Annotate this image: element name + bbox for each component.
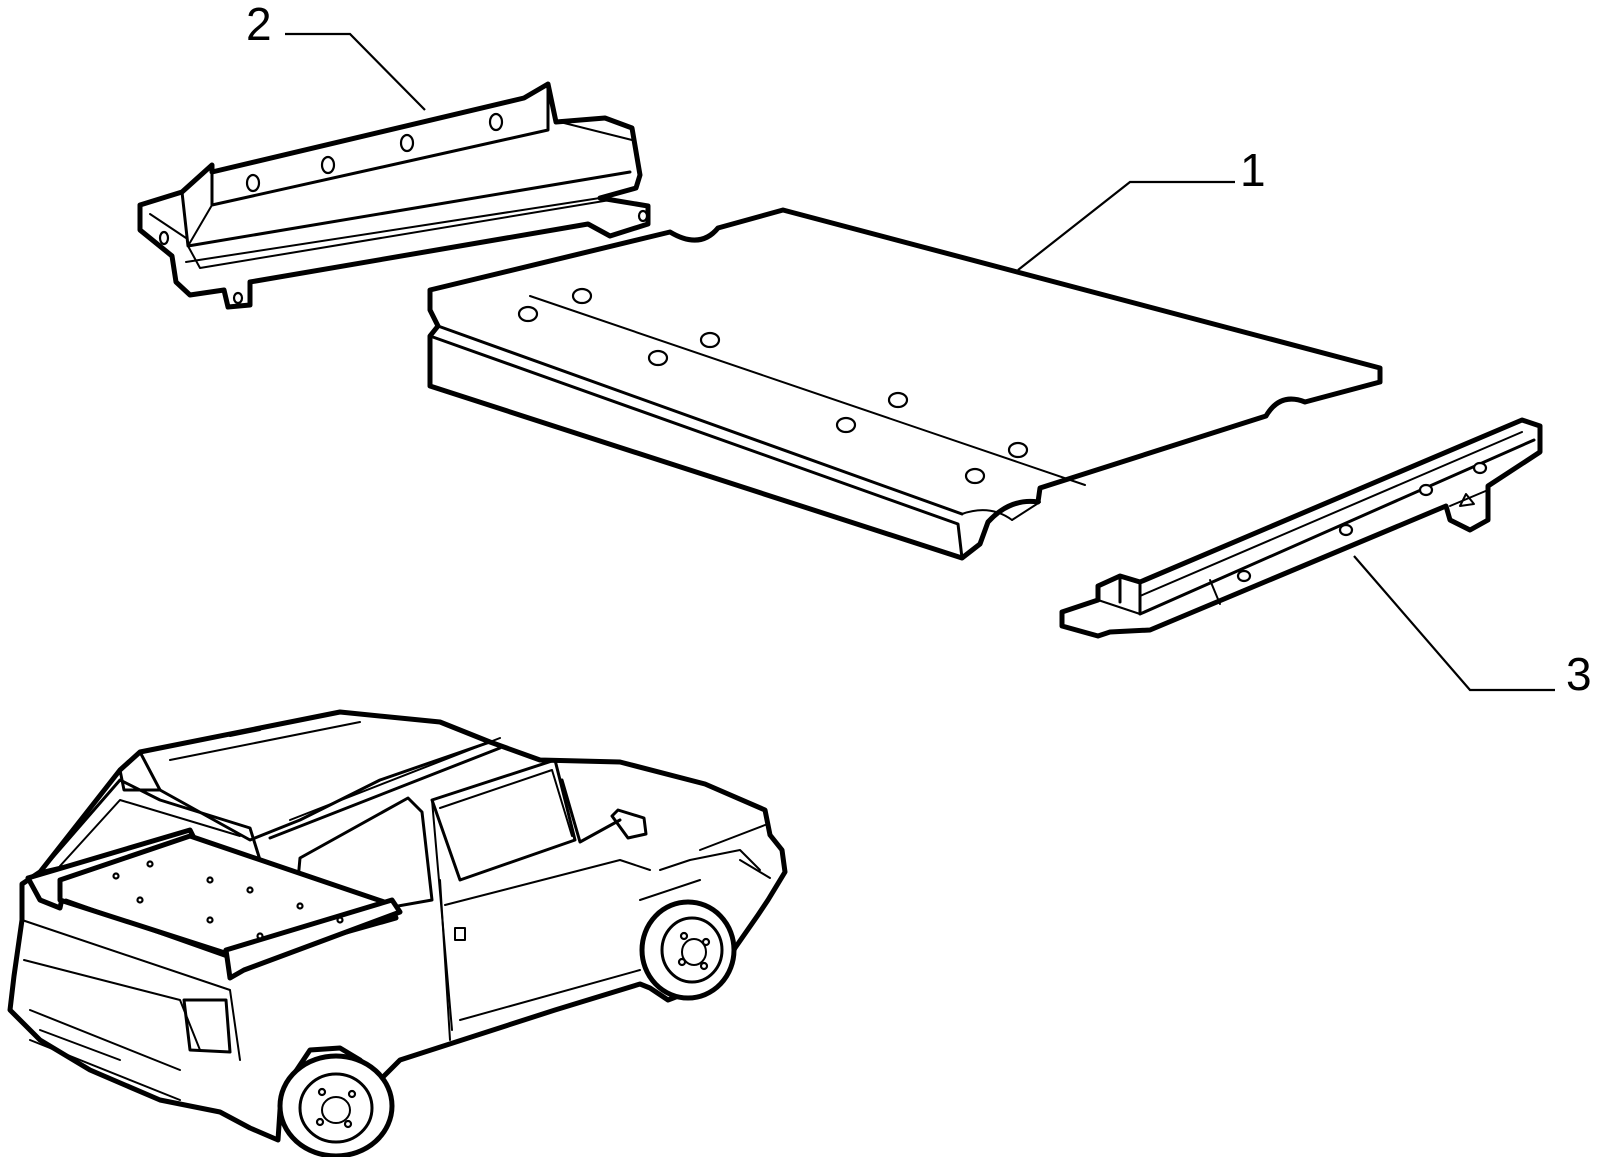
- car-side-window-front: [430, 758, 577, 882]
- callout-number-3: 3: [1566, 648, 1592, 700]
- callout-number-1: 1: [1240, 144, 1266, 196]
- car-installed-parts: [25, 827, 403, 981]
- vehicle-location-view: [7, 709, 788, 1157]
- part-1-floor-panel: [427, 207, 1383, 561]
- car-rear-wheel: [277, 1053, 395, 1157]
- callout-leaders: [285, 32, 1555, 692]
- leader-line-1: [1017, 180, 1235, 271]
- car-mirror: [610, 808, 648, 840]
- car-tail-light: [182, 998, 232, 1054]
- part-3-side-rail: [1059, 417, 1543, 639]
- part-2-cross-member: [137, 81, 651, 310]
- leader-line-3: [1353, 555, 1555, 692]
- car-front-wheel: [639, 899, 737, 1001]
- leader-line-2: [285, 32, 426, 111]
- callout-number-2: 2: [246, 0, 272, 50]
